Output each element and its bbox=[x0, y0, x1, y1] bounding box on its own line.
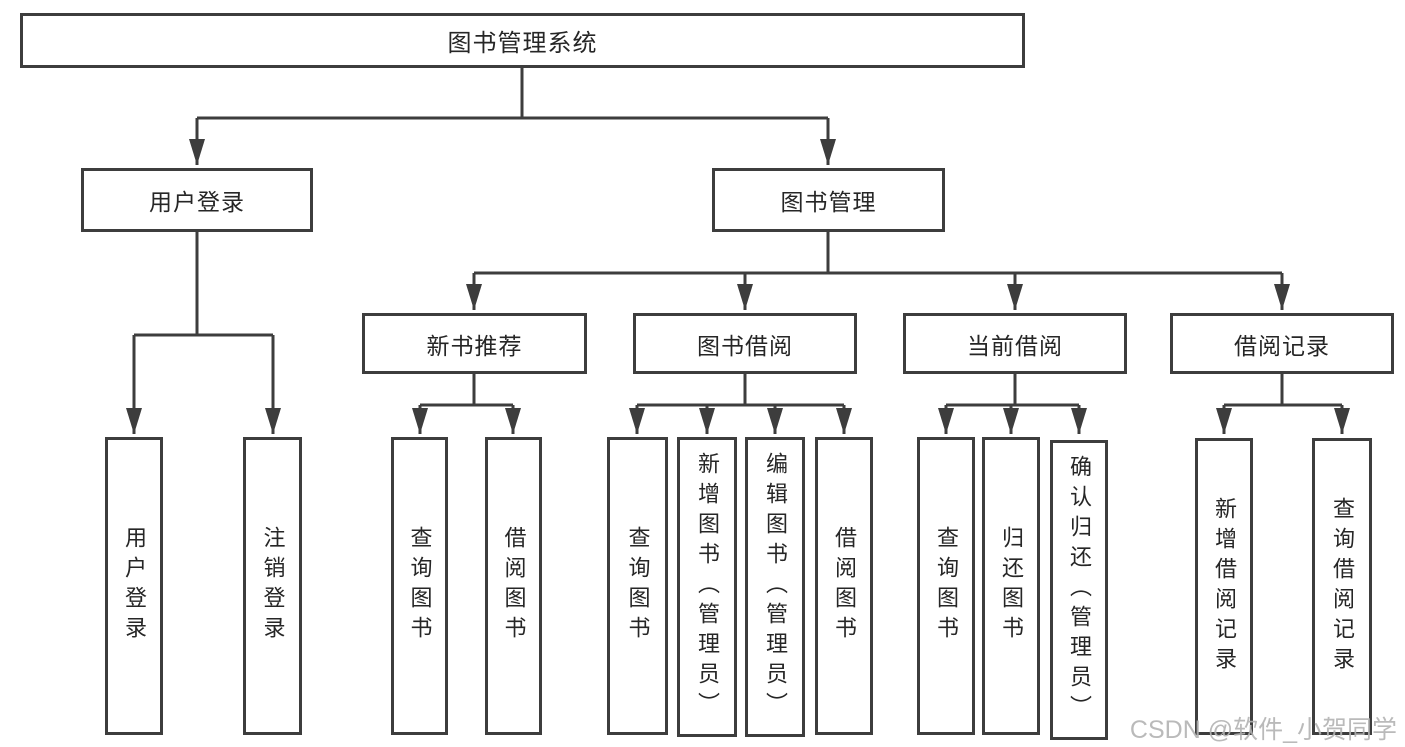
leaf-user-login: 用户登录 bbox=[105, 437, 163, 735]
leaf-borrow-books-1: 借阅图书 bbox=[485, 437, 542, 735]
node-current-borrow: 当前借阅 bbox=[903, 313, 1127, 374]
node-current-borrow-label: 当前借阅 bbox=[967, 332, 1063, 359]
node-book-management: 图书管理 bbox=[712, 168, 945, 232]
csdn-watermark: CSDN @软件_小贺同学 bbox=[1129, 716, 1397, 744]
leaf-logout-label: 注销登录 bbox=[260, 526, 286, 646]
leaf-query-books-2-label: 查询图书 bbox=[625, 526, 651, 646]
node-book-borrow: 图书借阅 bbox=[633, 313, 857, 374]
leaf-borrow-books-2-label: 借阅图书 bbox=[832, 526, 857, 646]
leaf-return-book: 归还图书 bbox=[982, 437, 1040, 735]
node-user-login-label: 用户登录 bbox=[149, 189, 245, 215]
leaf-query-books-2: 查询图书 bbox=[607, 437, 668, 735]
leaf-query-books-1-label: 查询图书 bbox=[407, 526, 433, 646]
node-new-book-recommend: 新书推荐 bbox=[362, 313, 587, 374]
leaf-return-book-label: 归还图书 bbox=[999, 526, 1024, 646]
leaf-borrow-books-1-label: 借阅图书 bbox=[501, 526, 527, 646]
leaf-query-borrow-record-label: 查询借阅记录 bbox=[1330, 496, 1355, 677]
leaf-add-book-admin: 新增图书（管理员） bbox=[677, 437, 737, 737]
leaf-query-books-1: 查询图书 bbox=[391, 437, 448, 735]
leaf-add-borrow-record-label: 新增借阅记录 bbox=[1212, 496, 1237, 677]
node-book-management-label: 图书管理 bbox=[780, 189, 877, 215]
leaf-edit-book-admin: 编辑图书（管理员） bbox=[745, 437, 805, 737]
leaf-confirm-return-admin-label: 确认归还（管理员） bbox=[1067, 455, 1092, 725]
node-borrow-records: 借阅记录 bbox=[1170, 313, 1394, 374]
leaf-borrow-books-2: 借阅图书 bbox=[815, 437, 873, 735]
node-root-label: 图书管理系统 bbox=[447, 30, 598, 57]
leaf-add-book-admin-label: 新增图书（管理员） bbox=[695, 452, 720, 722]
leaf-logout: 注销登录 bbox=[243, 437, 302, 735]
node-root: 图书管理系统 bbox=[20, 13, 1025, 68]
leaf-edit-book-admin-label: 编辑图书（管理员） bbox=[763, 452, 788, 722]
node-new-book-recommend-label: 新书推荐 bbox=[426, 332, 523, 359]
leaf-query-books-3-label: 查询图书 bbox=[934, 526, 959, 646]
leaf-user-login-label: 用户登录 bbox=[122, 526, 147, 646]
node-borrow-records-label: 借阅记录 bbox=[1234, 332, 1330, 359]
node-book-borrow-label: 图书借阅 bbox=[697, 332, 793, 359]
node-user-login: 用户登录 bbox=[81, 168, 313, 232]
leaf-query-borrow-record: 查询借阅记录 bbox=[1312, 438, 1372, 735]
leaf-add-borrow-record: 新增借阅记录 bbox=[1195, 438, 1253, 735]
leaf-confirm-return-admin: 确认归还（管理员） bbox=[1050, 440, 1108, 740]
leaf-query-books-3: 查询图书 bbox=[917, 437, 975, 735]
